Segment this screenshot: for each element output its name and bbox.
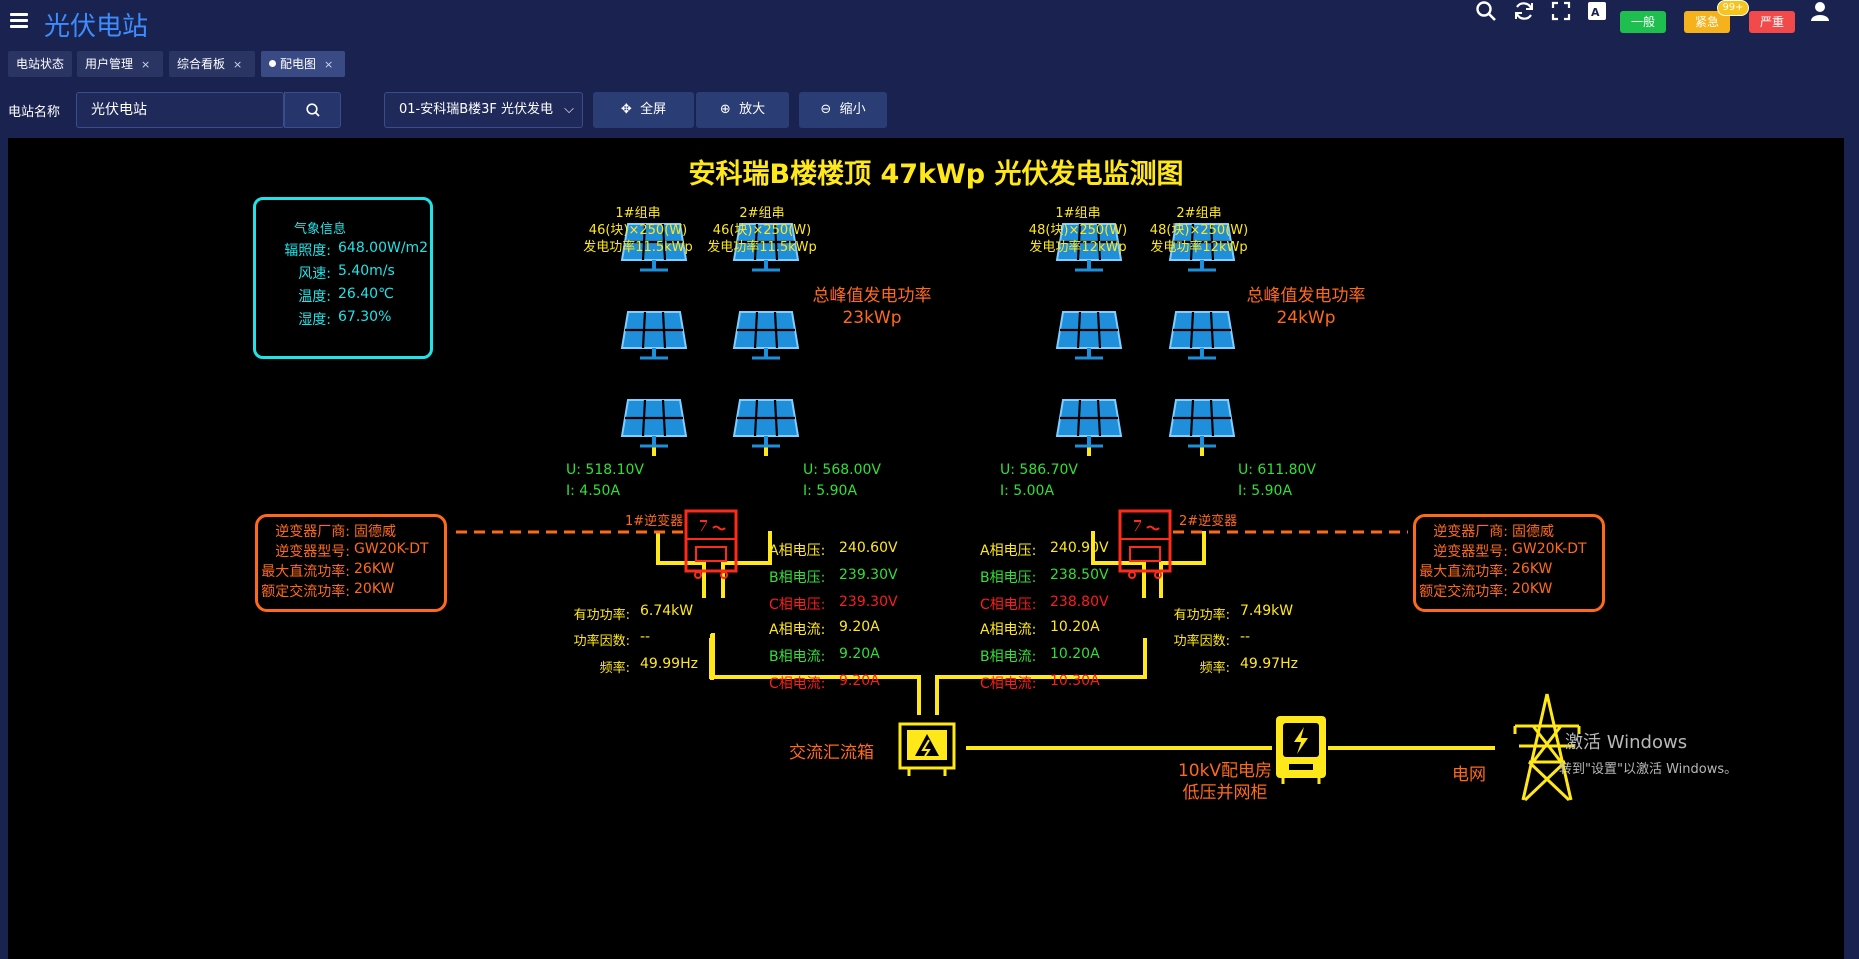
search-icon xyxy=(305,103,320,117)
user-icon[interactable] xyxy=(1808,0,1832,24)
diagram-title: 安科瑞B楼楼顶 47kWp 光伏发电监测图 xyxy=(688,159,1184,190)
temp-value: 26.40℃ xyxy=(338,286,394,302)
device-select-value: 01-安科瑞B楼3F 光伏发电 xyxy=(399,102,554,117)
tab-label: 用户管理 xyxy=(85,57,134,71)
tab-user-management[interactable]: 用户管理 × xyxy=(77,51,163,77)
alarm-severe-button[interactable]: 严重 xyxy=(1749,11,1795,33)
app-title: 光伏电站 xyxy=(44,12,149,42)
weather-panel: 气象信息 辐照度: 648.00W/m2 风速: 5.40m/s 温度: 26.40℃… xyxy=(253,197,433,359)
menu-icon[interactable] xyxy=(10,13,28,29)
combiner-box-icon xyxy=(898,722,956,776)
inverter-info-panel: 逆变器厂商:固德威 逆变器型号:GW20K-DT 最大直流功率:26KW 额定交… xyxy=(255,514,447,612)
alarm-general-button[interactable]: 一般 xyxy=(1620,11,1666,33)
grid-label: 电网 xyxy=(1452,765,1486,785)
top-bar: 光伏电站 A 一般 紧急 99+ 严重 xyxy=(0,0,1859,44)
temp-label: 温度: xyxy=(298,289,331,305)
combiner-label: 交流汇流箱 xyxy=(789,743,874,763)
active-dot-icon xyxy=(269,60,276,67)
zoom-in-label: 放大 xyxy=(739,102,766,117)
close-icon[interactable]: × xyxy=(324,58,334,71)
inverter-name: 1#逆变器 xyxy=(625,514,684,529)
device-select[interactable]: 01-安科瑞B楼3F 光伏发电 ⌵ xyxy=(384,92,583,128)
move-icon: ✥ xyxy=(620,102,632,117)
inverter-info-panel: 逆变器厂商:固德威 逆变器型号:GW20K-DT 最大直流功率:26KW 额定交… xyxy=(1413,514,1605,612)
refresh-icon[interactable] xyxy=(1512,0,1536,24)
zoom-out-icon: ⊖ xyxy=(820,102,832,117)
weather-heading: 气象信息 xyxy=(294,222,347,237)
toolbar: 电站名称 光伏电站 01-安科瑞B楼3F 光伏发电 ⌵ ✥ 全屏 ⊕ 放大 ⊖ … xyxy=(0,88,1859,134)
diagram-canvas[interactable]: 安科瑞B楼楼顶 47kWp 光伏发电监测图 ⁄ xyxy=(8,138,1844,959)
irradiance-label: 辐照度: xyxy=(284,243,331,259)
tab-distribution-diagram[interactable]: 配电图 × xyxy=(261,51,345,77)
tab-dashboard[interactable]: 综合看板 × xyxy=(169,51,255,77)
fullscreen-icon[interactable] xyxy=(1549,0,1573,24)
zoom-in-button[interactable]: ⊕ 放大 xyxy=(696,92,789,128)
power-tower-icon xyxy=(1513,693,1581,802)
distribution-room-label: 10kV配电房低压并网柜 xyxy=(1177,761,1273,803)
switchgear-icon xyxy=(1276,716,1326,784)
activation-watermark-title: 激活 Windows xyxy=(1565,732,1688,753)
activation-watermark-text: 转到"设置"以激活 Windows。 xyxy=(1559,762,1738,777)
tab-station-status[interactable]: 电站状态 xyxy=(8,51,72,77)
zoom-out-button[interactable]: ⊖ 缩小 xyxy=(799,92,887,128)
tab-label: 电站状态 xyxy=(16,57,65,71)
search-icon[interactable] xyxy=(1474,0,1498,24)
humidity-value: 67.30% xyxy=(338,309,392,325)
fullscreen-button[interactable]: ✥ 全屏 xyxy=(593,92,694,128)
fullscreen-label: 全屏 xyxy=(640,102,667,117)
close-icon[interactable]: × xyxy=(233,58,243,71)
chevron-down-icon: ⌵ xyxy=(564,102,574,117)
urgent-count-badge: 99+ xyxy=(1717,0,1749,16)
station-input[interactable]: 光伏电站 xyxy=(76,92,284,128)
search-button[interactable] xyxy=(284,92,341,128)
inverter-name: 2#逆变器 xyxy=(1179,514,1238,529)
tab-label: 综合看板 xyxy=(177,57,226,71)
irradiance-value: 648.00W/m2 xyxy=(338,240,429,256)
station-label: 电站名称 xyxy=(8,105,61,120)
tab-label: 配电图 xyxy=(280,57,317,71)
alarm-urgent-button[interactable]: 紧急 xyxy=(1684,11,1730,33)
inverter-icon xyxy=(684,509,738,580)
wind-value: 5.40m/s xyxy=(338,263,395,279)
solar-panel-icon xyxy=(620,222,1236,448)
wind-label: 风速: xyxy=(298,266,331,282)
wiring-diagram: ⁄ xyxy=(456,222,1581,802)
zoom-in-icon: ⊕ xyxy=(719,102,731,117)
language-icon[interactable]: A xyxy=(1585,0,1609,24)
zoom-out-label: 缩小 xyxy=(839,102,866,117)
humidity-label: 湿度: xyxy=(298,312,331,328)
close-icon[interactable]: × xyxy=(141,58,151,71)
svg-text:A: A xyxy=(1591,6,1600,19)
